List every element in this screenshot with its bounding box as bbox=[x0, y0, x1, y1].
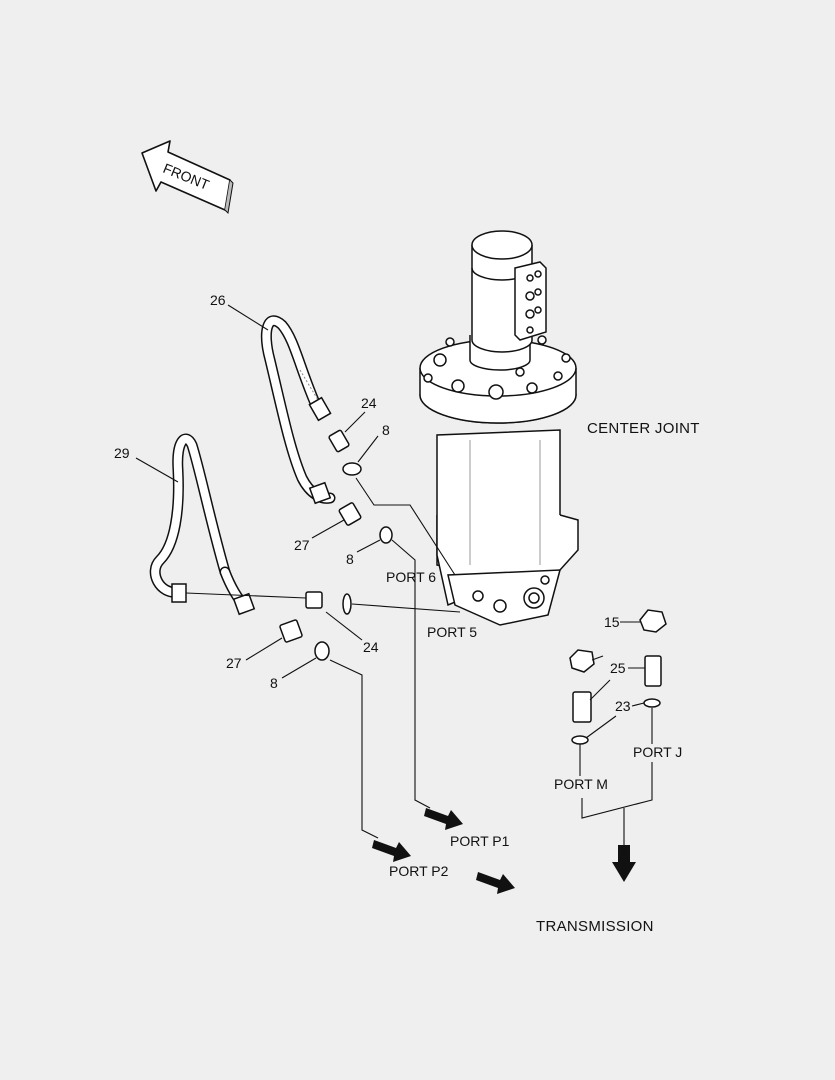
port-5-label: PORT 5 bbox=[427, 624, 478, 640]
o-ring-8-lower bbox=[314, 641, 330, 661]
callout-23: 23 bbox=[615, 698, 631, 714]
fitting-24-upper bbox=[328, 429, 350, 453]
callout-15: 15 bbox=[604, 614, 620, 630]
o-ring-8-upper bbox=[342, 462, 362, 476]
port-m-label: PORT M bbox=[554, 776, 608, 792]
callout-24-upper: 24 bbox=[361, 395, 377, 411]
fitting-27-upper bbox=[338, 502, 362, 526]
leader-lines bbox=[135, 304, 653, 845]
o-ring-8-mid bbox=[379, 526, 393, 544]
hose-29 bbox=[149, 433, 256, 616]
arrow-port-p2-icon bbox=[372, 840, 411, 862]
adapter-25-right bbox=[644, 655, 662, 687]
port-j-label: PORT J bbox=[633, 744, 683, 760]
seal-23-right bbox=[643, 698, 661, 708]
arrow-port-p1-icon bbox=[424, 808, 463, 830]
front-arrow-icon: FRONT bbox=[141, 140, 234, 215]
arrow-transmission-icon bbox=[476, 872, 515, 894]
callout-8-lower: 8 bbox=[270, 675, 278, 691]
fittings bbox=[279, 429, 667, 745]
callout-27-lower: 27 bbox=[226, 655, 242, 671]
callout-8-upper: 8 bbox=[382, 422, 390, 438]
callout-24-lower: 24 bbox=[363, 639, 379, 655]
center-joint-part bbox=[419, 230, 579, 626]
callout-26: 26 bbox=[210, 292, 226, 308]
plug-15-left bbox=[569, 649, 595, 673]
o-ring-8-lower-right bbox=[342, 593, 352, 615]
flow-arrows bbox=[372, 808, 636, 894]
fitting-27-lower bbox=[279, 619, 303, 643]
fitting-24-lower bbox=[305, 591, 323, 609]
plug-15-right bbox=[639, 609, 667, 633]
callout-27-upper: 27 bbox=[294, 537, 310, 553]
port-p2-label: PORT P2 bbox=[389, 863, 449, 879]
callout-8-mid: 8 bbox=[346, 551, 354, 567]
port-p1-label: PORT P1 bbox=[450, 833, 510, 849]
arrow-down-icon bbox=[612, 845, 636, 882]
seal-23-left bbox=[571, 735, 589, 745]
adapter-25-left bbox=[572, 691, 592, 723]
center-joint-label: CENTER JOINT bbox=[587, 420, 700, 437]
transmission-label: TRANSMISSION bbox=[536, 918, 654, 935]
callout-25: 25 bbox=[610, 660, 626, 676]
port-6-label: PORT 6 bbox=[386, 569, 437, 585]
callout-29: 29 bbox=[114, 445, 130, 461]
hose-26 bbox=[260, 315, 336, 505]
